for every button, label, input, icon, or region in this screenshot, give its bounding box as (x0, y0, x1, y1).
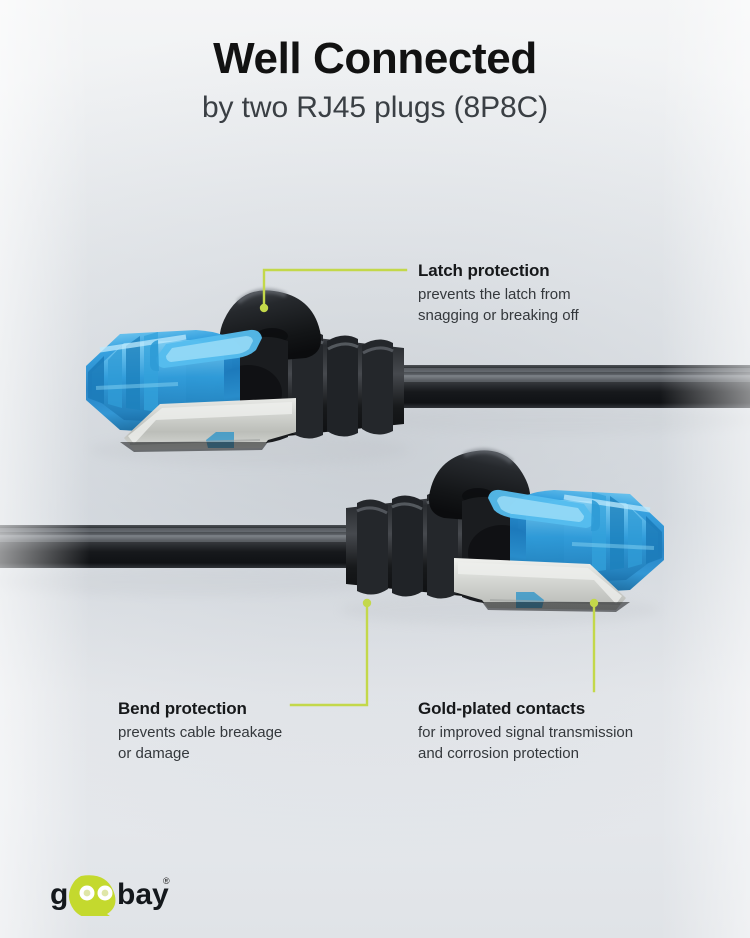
callout-latch-line1: prevents the latch from (418, 286, 571, 303)
callout-latch-title: Latch protection (418, 261, 550, 280)
cable-top (360, 365, 750, 434)
logo-text-bay: bay (117, 878, 169, 911)
header: Well Connected by two RJ45 plugs (8P8C) (0, 34, 750, 126)
callout-gold-title: Gold-plated contacts (418, 699, 586, 718)
callout-bend-title: Bend protection (118, 699, 247, 718)
callout-bend-line2: or damage (118, 745, 190, 763)
page-title: Well Connected (213, 34, 537, 83)
callout-gold-line1: for improved signal transmission (418, 724, 634, 741)
callout-latch-protection: Latch protection prevents the latch from… (418, 261, 579, 327)
registered-trademark-symbol: ® (163, 876, 170, 886)
callout-latch-line2: snagging or breaking off (418, 307, 579, 325)
logo-text-g: g (50, 878, 68, 911)
callout-gold-line2: and corrosion protection (418, 745, 579, 763)
goobay-logo: g bay (50, 875, 169, 916)
callout-bend-line1: prevents cable breakage (118, 724, 283, 741)
callout-gold-plated-contacts: Gold-plated contacts for improved signal… (418, 699, 633, 765)
cable-bottom (0, 525, 390, 596)
callout-bend-protection: Bend protection prevents cable breakage … (118, 699, 282, 765)
rj45-plug-lower (340, 448, 664, 626)
rj45-plug-upper (86, 288, 410, 466)
page-subtitle: by two RJ45 plugs (8P8C) (201, 91, 549, 125)
